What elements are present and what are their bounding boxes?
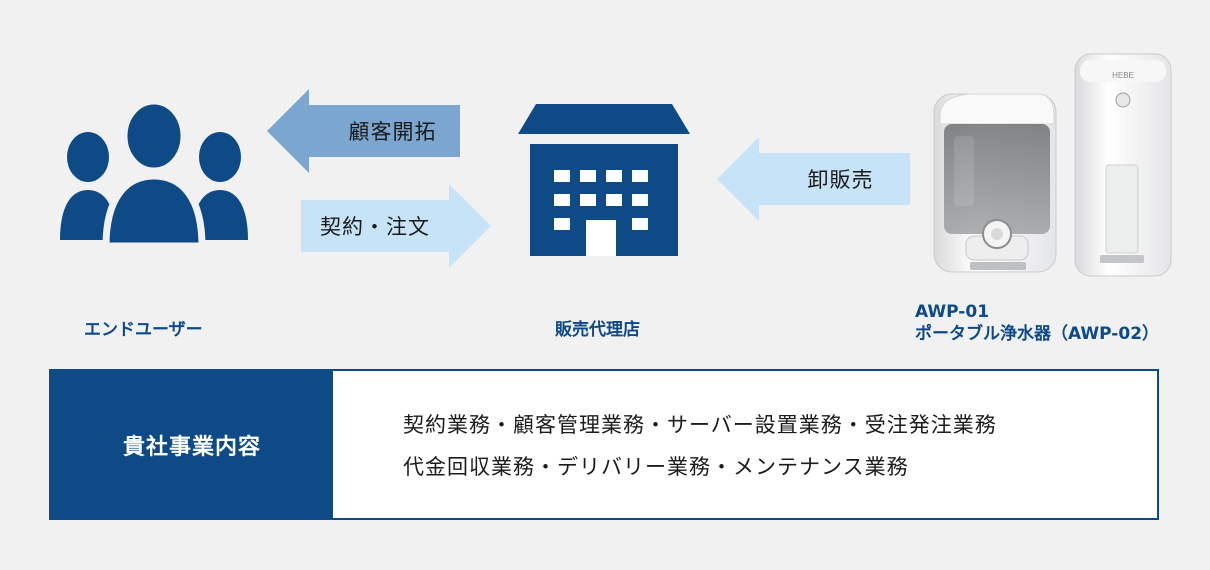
product-label-model: AWP-01: [915, 302, 990, 322]
business-content-header: 貴社事業内容: [51, 371, 333, 518]
arrow-customer-development: 顧客開拓: [267, 89, 460, 173]
product-label-name: ポータブル浄水器（AWP-02）: [915, 324, 1160, 344]
arrow-right-shape: [301, 184, 491, 268]
product-brand-text: HEBE: [1112, 71, 1134, 80]
business-content-box: 貴社事業内容 契約業務・顧客管理業務・サーバー設置業務・受注発注業務 代金回収業…: [49, 369, 1159, 520]
business-duties-line-2: 代金回収業務・デリバリー業務・メンテナンス業務: [403, 454, 909, 479]
arrow-left-shape: [267, 89, 460, 173]
arrow-left-shape: [717, 137, 910, 221]
water-purifier-products-image: HEBE: [933, 53, 1172, 277]
arrow-label-wholesale: 卸販売: [807, 168, 874, 192]
dealer-label: 販売代理店: [555, 320, 640, 340]
building-icon: [518, 104, 690, 256]
arrow-label-customer-development: 顧客開拓: [348, 120, 437, 144]
product-label: AWP-01 ポータブル浄水器（AWP-02）: [915, 301, 1159, 345]
arrow-label-contract-order: 契約・注文: [320, 215, 430, 239]
users-icon: [60, 100, 248, 250]
end-user-label: エンドユーザー: [84, 320, 203, 340]
business-duties-line-1: 契約業務・顧客管理業務・サーバー設置業務・受注発注業務: [403, 412, 997, 437]
business-content-list: 契約業務・顧客管理業務・サーバー設置業務・受注発注業務 代金回収業務・デリバリー…: [333, 371, 1157, 518]
arrow-contract-order: 契約・注文: [301, 184, 491, 268]
business-content-title: 貴社事業内容: [122, 434, 261, 460]
arrow-wholesale: 卸販売: [717, 137, 910, 221]
